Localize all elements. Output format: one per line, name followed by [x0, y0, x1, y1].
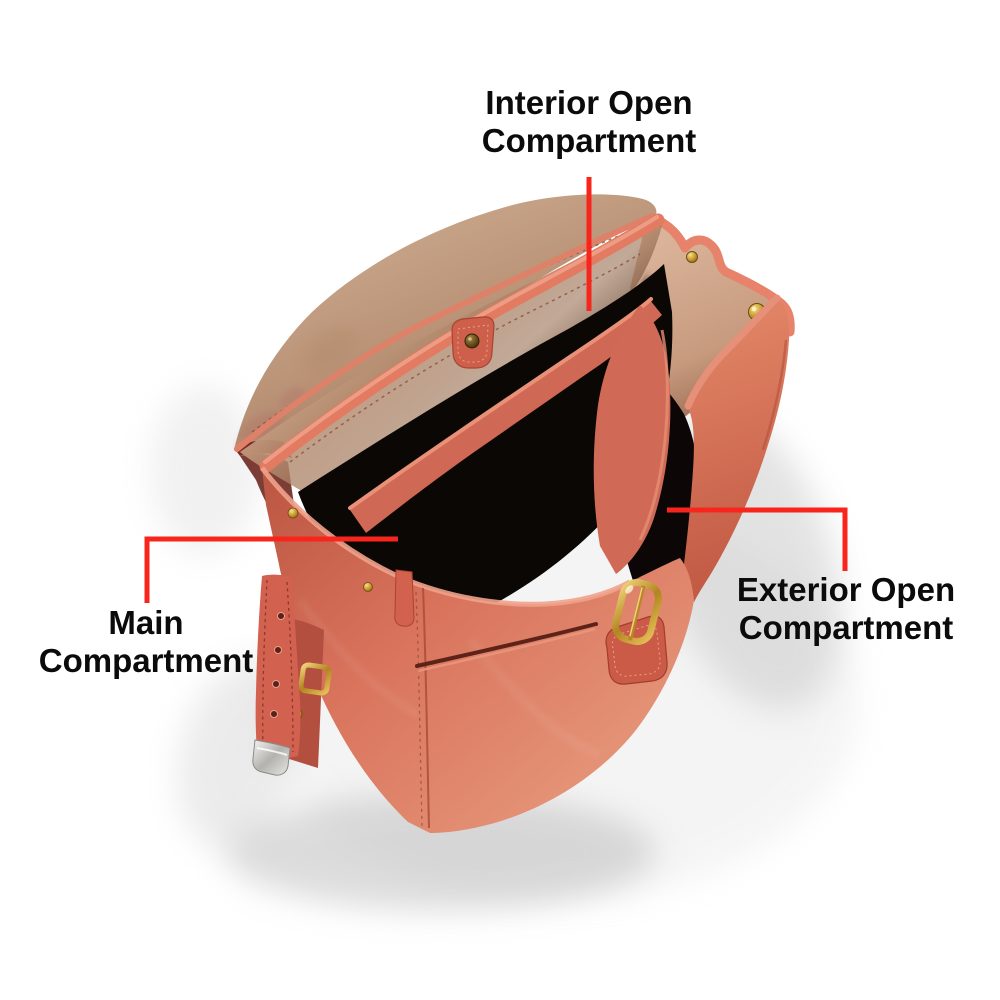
shoulder-strap: [252, 574, 332, 776]
divider-wall: [348, 297, 671, 574]
flap-snap: [464, 333, 480, 349]
flap-snap-tab: [451, 316, 495, 369]
label-line: Main: [108, 604, 184, 641]
callout-line-main: [144, 536, 398, 603]
buckle: [605, 578, 668, 685]
panel-corner-tab: [394, 569, 415, 627]
gold-stud-mid: [363, 582, 373, 592]
brass-snap-small: [686, 251, 698, 263]
front-panel: [260, 466, 694, 833]
label-line: Compartment: [738, 609, 954, 646]
label-line: Compartment: [481, 122, 697, 159]
front-pocket-slit: [415, 622, 598, 668]
gold-stud-left: [287, 507, 299, 519]
label-exterior-open-compartment: Exterior Open Compartment: [696, 571, 996, 647]
interior-pocket-rolled-edge: [259, 213, 665, 473]
callout-line-exterior: [667, 507, 848, 571]
label-line: Compartment: [38, 642, 254, 679]
label-main-compartment: Main Compartment: [0, 604, 296, 680]
strap-buckle-ring: [298, 662, 332, 696]
label-line: Interior Open: [485, 84, 693, 121]
flap-edge-binding: [234, 213, 655, 452]
label-line: Exterior Open: [736, 571, 956, 608]
right-wall: [680, 294, 790, 602]
label-interior-open-compartment: Interior Open Compartment: [429, 84, 749, 160]
